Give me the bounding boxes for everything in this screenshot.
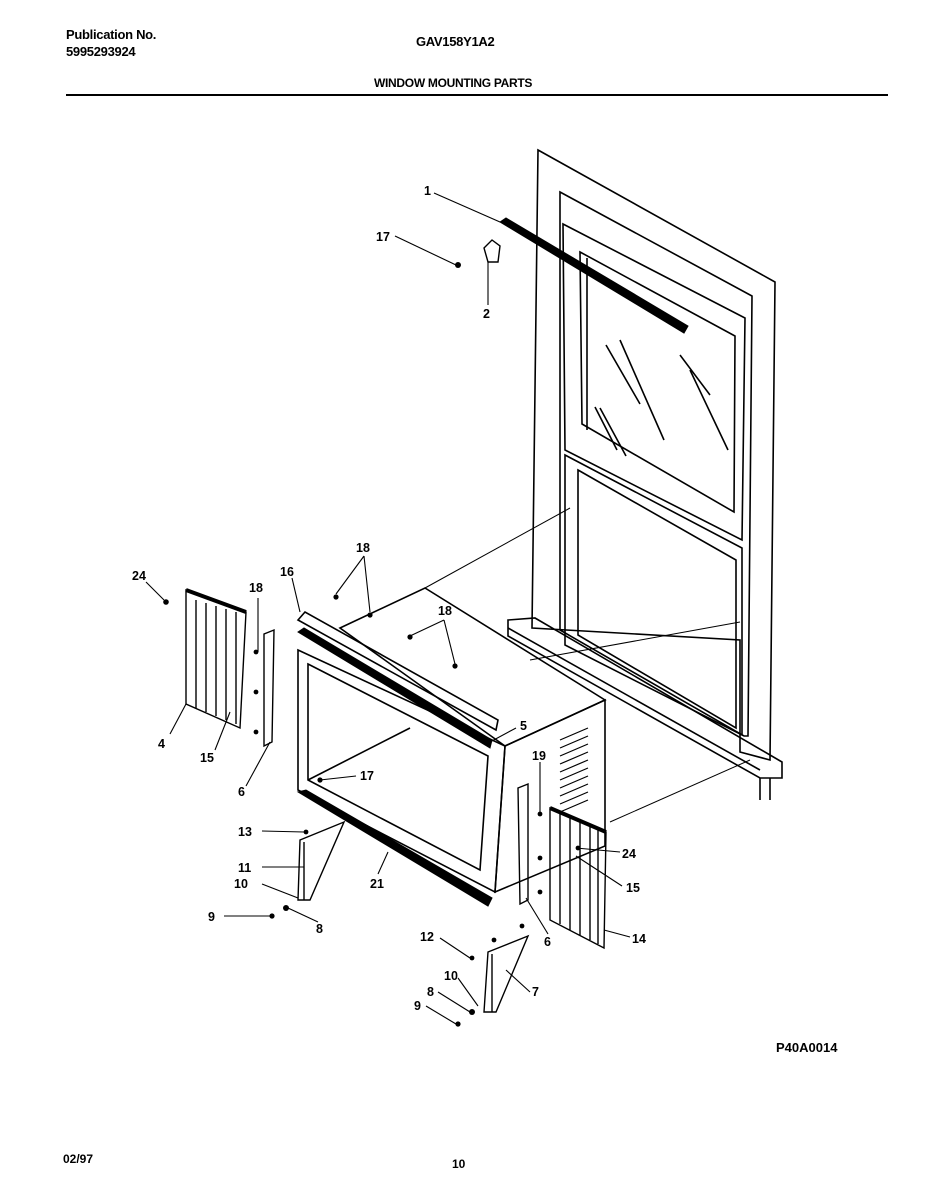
callout-13: 13 [238,825,252,839]
screw-icon [317,777,323,783]
screw-icon [455,1021,461,1027]
figure-id: P40A0014 [776,1040,838,1055]
window-sill [507,617,783,779]
left-support-brace [297,820,346,901]
screw-icon [367,612,373,618]
fasteners [163,594,581,1027]
callout-18: 18 [249,581,263,595]
header-rule [66,94,888,96]
alignment-lines [424,507,751,823]
callout-9: 9 [208,910,215,924]
screw-icon [253,729,259,735]
window-inner-frame [559,190,753,737]
washer-icon [283,905,289,911]
callout-5: 5 [520,719,527,733]
screw-icon [469,955,475,961]
callout-17: 17 [376,230,390,244]
callout-11: 11 [238,861,251,875]
callout-24: 24 [132,569,146,583]
callout-6: 6 [544,935,551,949]
upper-sash-glass [579,250,736,514]
screw-icon [253,689,259,695]
callout-10: 10 [444,969,458,983]
callout-labels: 1 17 2 18 16 18 18 24 4 15 6 5 17 13 11 … [132,184,646,1013]
lower-sash-glass [577,468,737,730]
screw-icon [455,262,461,268]
publication-number: 5995293924 [66,44,136,59]
callout-15: 15 [200,751,214,765]
screw-icon [269,913,275,919]
window-frame [507,148,783,800]
screw-icon [575,845,581,851]
callout-8: 8 [427,985,434,999]
left-seal-strip [263,628,275,748]
screw-icon [407,634,413,640]
screw-icon [303,829,309,835]
section-title: WINDOW MOUNTING PARTS [374,76,533,90]
model-number: GAV158Y1A2 [416,34,495,49]
publication-label: Publication No. [66,27,157,42]
callout-6: 6 [238,785,245,799]
leader-lines [145,192,631,1025]
callout-16: 16 [280,565,294,579]
callout-8: 8 [316,922,323,936]
callout-4: 4 [158,737,165,751]
callout-18: 18 [356,541,370,555]
left-curtain-panel [185,588,247,730]
page-number: 10 [452,1157,466,1171]
callout-17: 17 [360,769,374,783]
window-outer-frame [531,148,776,762]
screw-icon [519,923,525,929]
callout-2: 2 [483,307,490,321]
callout-24: 24 [622,847,636,861]
footer-date: 02/97 [63,1152,94,1166]
callout-9: 9 [414,999,421,1013]
screw-icon [452,663,458,669]
angle-bracket [483,239,501,263]
callout-21: 21 [370,877,384,891]
washer-icon [469,1009,475,1015]
screw-icon [537,811,543,817]
callout-18: 18 [438,604,452,618]
callout-1: 1 [424,184,431,198]
screw-icon [163,599,169,605]
callout-14: 14 [632,932,646,946]
callout-10: 10 [234,877,248,891]
bottom-gasket [296,789,493,907]
screw-icon [491,937,497,943]
callout-19: 19 [532,749,546,763]
callout-12: 12 [420,930,434,944]
right-seal-strip [517,782,529,906]
upper-sash [562,222,746,542]
top-rail-strip [455,217,689,334]
callout-15: 15 [626,881,640,895]
cabinet-sleeve [297,587,607,894]
callout-7: 7 [532,985,539,999]
screw-icon [537,889,543,895]
screw-icon [253,649,259,655]
lower-sash [564,453,743,737]
top-gasket-rail [296,610,499,749]
right-support-brace [483,934,530,1013]
screw-icon [537,855,543,861]
screw-icon [333,594,339,600]
right-curtain-panel [549,806,607,950]
